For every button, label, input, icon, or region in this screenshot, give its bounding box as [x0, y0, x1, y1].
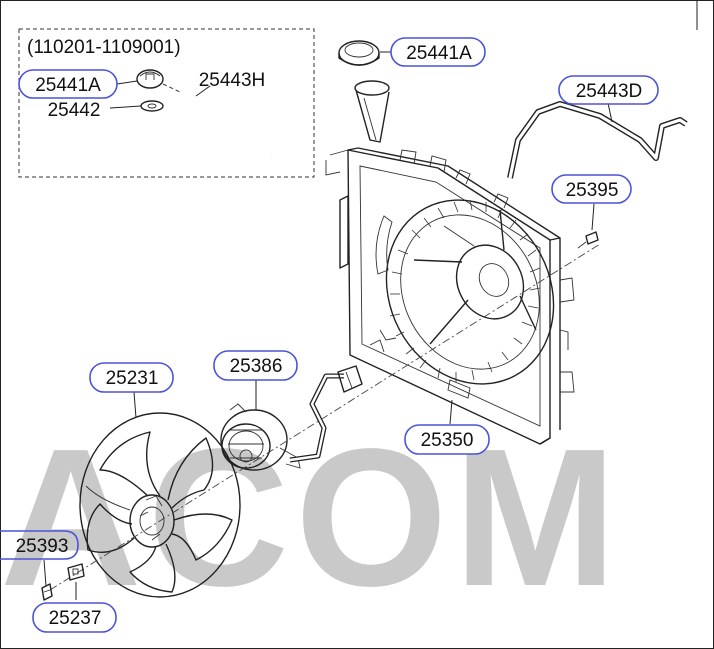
cap-main-part — [338, 40, 380, 66]
inset-hose-part — [162, 83, 272, 156]
label-text: 25442 — [48, 100, 101, 121]
fan-part — [79, 412, 241, 598]
label-25350: 25350 — [404, 424, 490, 455]
label-text: 25441A — [406, 43, 472, 64]
filler-neck-part — [354, 80, 390, 143]
label-text: 25231 — [106, 368, 159, 389]
label-pill — [213, 350, 298, 381]
shroud-part — [325, 147, 575, 445]
label-25441A-inset: 25441A — [18, 69, 118, 99]
washer-part — [67, 563, 85, 581]
label-text: 25441A — [35, 75, 101, 96]
inset-border — [18, 28, 315, 178]
nut-part — [41, 583, 53, 601]
label-25393: 25393 — [0, 530, 79, 560]
label-text: 25237 — [49, 608, 102, 629]
label-pill — [551, 174, 632, 204]
inset-box: (110201-1109001) — [18, 28, 315, 178]
label-text: 25393 — [16, 536, 69, 557]
label-25386: 25386 — [213, 350, 298, 381]
label-pill — [404, 424, 490, 455]
label-25442: 25442 — [48, 100, 101, 121]
label-text: 25443D — [576, 81, 643, 102]
label-25395: 25395 — [551, 174, 632, 204]
label-pill — [390, 37, 486, 67]
label-25441A-main: 25441A — [390, 37, 486, 67]
label-25443D: 25443D — [558, 75, 659, 105]
inset-range-text: (110201-1109001) — [27, 37, 181, 58]
label-25237: 25237 — [32, 602, 117, 633]
hose-main-part — [507, 101, 688, 179]
label-text: 25350 — [421, 430, 474, 451]
label-text: 25443H — [199, 70, 266, 91]
label-pill — [18, 69, 118, 99]
label-pill — [89, 362, 174, 393]
inset-cap-part — [136, 69, 164, 89]
label-text: 25386 — [230, 356, 283, 377]
label-25443H: 25443H — [199, 70, 266, 91]
label-pill — [32, 602, 117, 633]
label-pill — [0, 530, 79, 560]
label-text: 25395 — [566, 180, 619, 201]
label-pill — [558, 75, 659, 105]
inset-gasket-part — [140, 100, 164, 112]
motor-part — [220, 365, 363, 471]
assembly-axis-line — [49, 243, 601, 591]
screw-part — [577, 231, 599, 249]
label-25231: 25231 — [89, 362, 174, 393]
